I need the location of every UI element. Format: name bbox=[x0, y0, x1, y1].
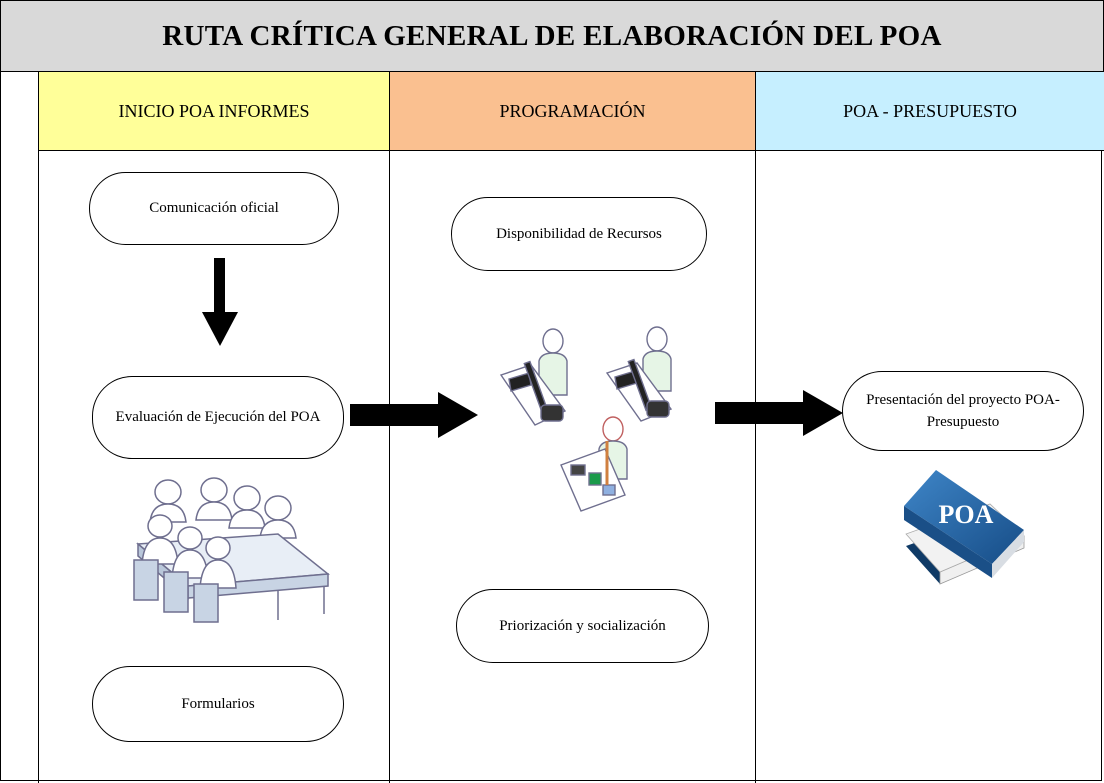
office-workers-icon bbox=[499, 326, 673, 512]
node-priorizacion-socializacion[interactable]: Priorización y socialización bbox=[456, 589, 709, 663]
diagram-title: RUTA CRÍTICA GENERAL DE ELABORACIÓN DEL … bbox=[162, 19, 942, 52]
arrow-down-icon bbox=[202, 258, 238, 346]
node-presentacion-proyecto[interactable]: Presentación del proyecto POA-Presupuest… bbox=[842, 371, 1084, 451]
left-strip bbox=[0, 72, 39, 783]
lane-header-presupuesto-label: POA - PRESUPUESTO bbox=[843, 100, 1017, 121]
title-bar: RUTA CRÍTICA GENERAL DE ELABORACIÓN DEL … bbox=[0, 0, 1104, 72]
node-evaluacion-ejecucion-label: Evaluación de Ejecución del POA bbox=[115, 409, 321, 426]
lane-header-inicio-label: INICIO POA INFORMES bbox=[118, 100, 310, 121]
node-comunicacion-oficial-label: Comunicación oficial bbox=[149, 200, 279, 217]
node-disponibilidad-recursos[interactable]: Disponibilidad de Recursos bbox=[451, 197, 707, 271]
lane-body-programacion bbox=[390, 151, 756, 783]
meeting-table-icon bbox=[133, 477, 330, 623]
lane-header-inicio: INICIO POA INFORMES bbox=[39, 72, 390, 151]
node-evaluacion-ejecucion[interactable]: Evaluación de Ejecución del POA bbox=[92, 376, 344, 459]
node-formularios[interactable]: Formularios bbox=[92, 666, 344, 742]
lane-header-presupuesto: POA - PRESUPUESTO bbox=[756, 72, 1104, 151]
arrow-right-icon bbox=[350, 392, 478, 438]
lane-header-programacion: PROGRAMACIÓN bbox=[390, 72, 756, 151]
lane-body-inicio bbox=[39, 151, 390, 783]
arrow-right-icon bbox=[715, 390, 843, 436]
node-disponibilidad-recursos-label: Disponibilidad de Recursos bbox=[496, 225, 662, 242]
node-presentacion-proyecto-label: Presentación del proyecto POA-Presupuest… bbox=[866, 391, 1060, 431]
node-priorizacion-socializacion-label: Priorización y socialización bbox=[499, 617, 666, 634]
node-formularios-label: Formularios bbox=[181, 695, 255, 712]
node-comunicacion-oficial[interactable]: Comunicación oficial bbox=[89, 172, 339, 245]
lane-body-presupuesto bbox=[756, 151, 1104, 783]
lane-header-programacion-label: PROGRAMACIÓN bbox=[499, 100, 646, 121]
poa-book-label: POA bbox=[939, 500, 994, 529]
poa-book-icon: POA bbox=[904, 470, 1025, 585]
